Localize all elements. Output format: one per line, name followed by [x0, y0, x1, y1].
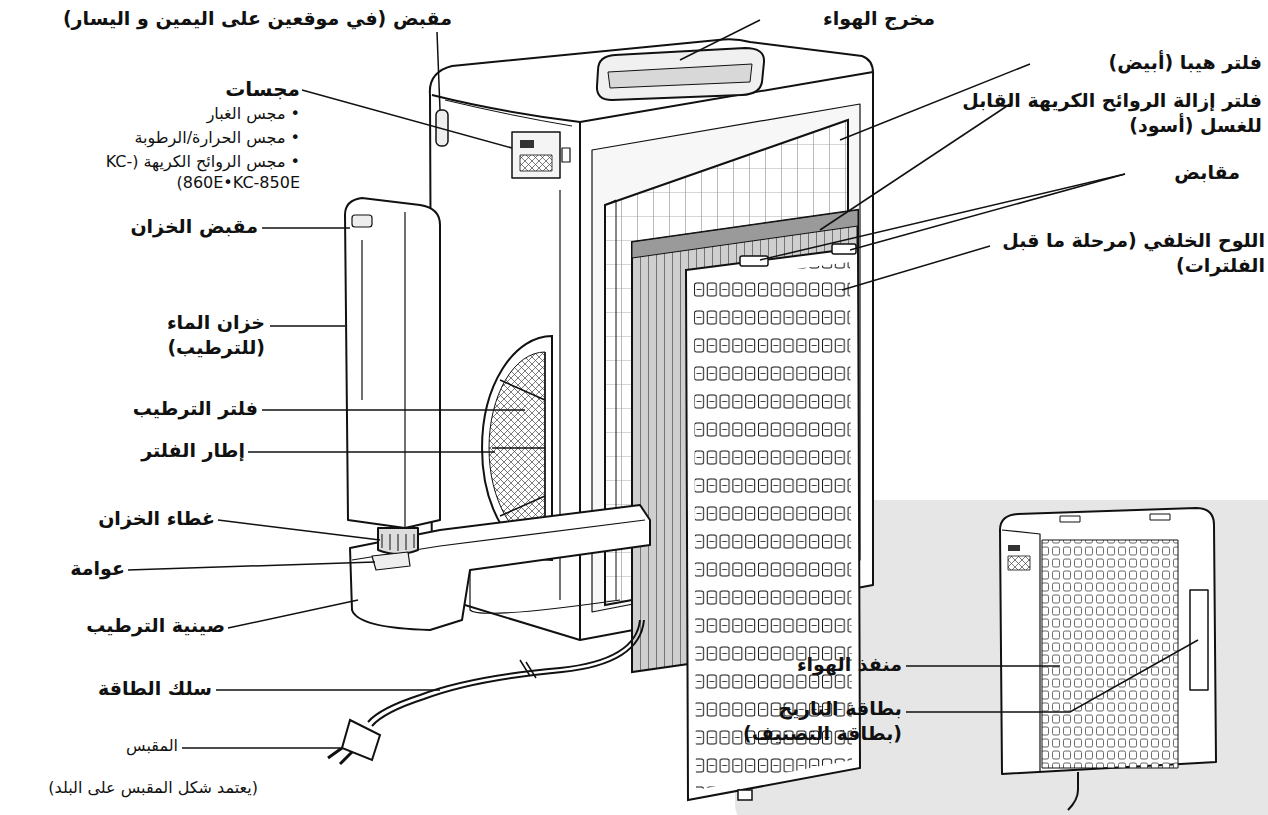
- part-label: سلك الطاقة: [98, 676, 212, 701]
- part-label: اللوح الخلفي (مرحلة ما قبل الفلترات): [965, 228, 1265, 277]
- part-label: المقبس: [126, 736, 178, 757]
- part-label: (يعتمد شكل المقبس على البلد): [48, 778, 258, 799]
- part-label: منفذ الهواء: [797, 652, 902, 677]
- part-label: • مجس الروائح الكريهة (KC-860E•KC-850E): [85, 152, 300, 194]
- part-label: إطار الفلتر: [141, 438, 245, 463]
- part-label: مقبض الخزان: [130, 214, 258, 239]
- water-tank: [345, 198, 440, 570]
- part-label: مقابض: [1174, 160, 1240, 185]
- part-label: فلتر إزالة الروائح الكريهة القابل للغسل …: [962, 88, 1262, 137]
- part-label: صينية الترطيب: [86, 613, 225, 638]
- inset-unit: [1000, 508, 1216, 810]
- part-label: فلتر الترطيب: [133, 396, 258, 421]
- part-label: بطاقة التاريخ (بطاقة التصنيف): [732, 696, 902, 745]
- power-cord: [328, 620, 644, 764]
- leader-line: [128, 20, 1198, 748]
- part-label: • مجس الحرارة/الرطوبة: [134, 128, 300, 149]
- part-label: مجسات: [225, 76, 300, 102]
- part-label: غطاء الخزان: [98, 506, 215, 531]
- part-label: مخرج الهواء: [823, 6, 935, 31]
- part-label: خزان الماء (للترطيب): [145, 310, 265, 359]
- part-label: مقبض (في موقعين على اليمين و اليسار): [63, 6, 452, 31]
- part-label: عوامة: [70, 556, 125, 581]
- part-label: • مجس الغبار: [207, 104, 300, 125]
- part-label: فلتر هيبا (أبيض): [1108, 50, 1262, 75]
